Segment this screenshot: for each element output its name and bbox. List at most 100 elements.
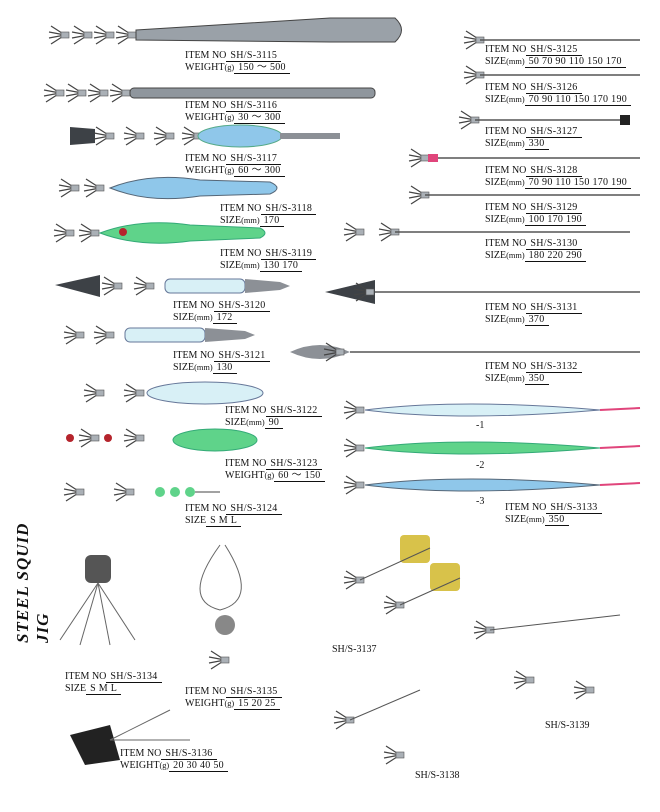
item-number: SH/S-3125: [526, 44, 582, 56]
spec-attr-label: SIZE: [485, 214, 507, 225]
item-number: SH/S-3129: [526, 202, 582, 214]
item-no-label: ITEM NO: [225, 405, 267, 416]
item-number: SH/S-3119: [261, 248, 317, 260]
item-number: SH/S-3124: [226, 503, 282, 515]
item-code: SH/S-3139: [545, 720, 590, 731]
item-no-label: ITEM NO: [485, 165, 527, 176]
item-no-label: ITEM NO: [485, 126, 527, 137]
spec-value: 20 30 40 50: [169, 760, 228, 772]
item-number: SH/S-3130: [526, 238, 582, 250]
item-no-label: ITEM NO: [185, 100, 227, 111]
spec-value: 15 20 25: [234, 698, 280, 710]
spec-attr-label: SIZE: [485, 138, 507, 149]
spec-value: 130 170: [259, 260, 303, 272]
spec-attr-label: SIZE: [220, 260, 242, 271]
variant-label: -1: [476, 420, 485, 431]
item-no-label: ITEM NO: [173, 300, 215, 311]
item-code: SH/S-3138: [415, 770, 460, 781]
spec-unit: (mm): [506, 95, 525, 104]
spec-unit: (mm): [506, 139, 525, 148]
variant-label: -3: [476, 496, 485, 507]
item-no-label: ITEM NO: [185, 50, 227, 61]
spec-attr-label: SIZE: [65, 683, 87, 694]
item-number: SH/S-3117: [226, 153, 282, 165]
spec-value: 172: [212, 312, 237, 324]
item-number: SH/S-3127: [526, 126, 582, 138]
item-code: SH/S-3137: [332, 644, 377, 655]
item-no-label: ITEM NO: [220, 248, 262, 259]
item-number: SH/S-3133: [546, 502, 602, 514]
item-no-label: ITEM NO: [505, 502, 547, 513]
item-number: SH/S-3116: [226, 100, 282, 112]
spec-value: 30 ～ 300: [234, 112, 285, 124]
item-number: SH/S-3115: [226, 50, 282, 62]
spec-attr-label: SIZE: [485, 56, 507, 67]
spec-attr-label: SIZE: [485, 373, 507, 384]
spec-value: 170: [259, 215, 284, 227]
item-no-label: ITEM NO: [185, 153, 227, 164]
spec-unit: (mm): [194, 313, 213, 322]
item-no-label: ITEM NO: [65, 671, 107, 682]
spec-value: 90: [264, 417, 284, 429]
spec-unit: (mm): [506, 374, 525, 383]
item-number: SH/S-3136: [161, 748, 217, 760]
item-number: SH/S-3118: [261, 203, 317, 215]
spec-attr-label: SIZE: [485, 250, 507, 261]
item-no-label: ITEM NO: [220, 203, 262, 214]
spec-value: 70 90 110 150 170 190: [524, 177, 632, 189]
spec-unit: (g): [224, 63, 235, 72]
spec-unit: (mm): [506, 57, 525, 66]
spec-attr-label: SIZE: [485, 94, 507, 105]
spec-unit: (mm): [194, 363, 213, 372]
spec-attr-label: SIZE: [173, 312, 195, 323]
spec-value: 180 220 290: [524, 250, 586, 262]
item-no-label: ITEM NO: [185, 686, 227, 697]
spec-value: S M L: [86, 683, 122, 695]
spec-value: S M L: [206, 515, 242, 527]
spec-value: 100 170 190: [524, 214, 586, 226]
spec-attr-label: SIZE: [220, 215, 242, 226]
spec-value: 60 ～ 150: [274, 470, 325, 482]
item-number: SH/S-3121: [214, 350, 270, 362]
spec-attr-label: WEIGHT: [225, 470, 265, 481]
item-no-label: ITEM NO: [120, 748, 162, 759]
spec-unit: (g): [159, 761, 170, 770]
item-no-label: ITEM NO: [225, 458, 267, 469]
spec-value: 130: [212, 362, 237, 374]
item-number: SH/S-3120: [214, 300, 270, 312]
spec-attr-label: SIZE: [485, 177, 507, 188]
spec-attr-label: WEIGHT: [185, 698, 225, 709]
item-number: SH/S-3123: [266, 458, 322, 470]
spec-attr-label: SIZE: [185, 515, 207, 526]
spec-unit: (g): [224, 113, 235, 122]
spec-attr-label: SIZE: [485, 314, 507, 325]
item-no-label: ITEM NO: [173, 350, 215, 361]
spec-value: 350: [544, 514, 569, 526]
spec-value: 70 90 110 150 170 190: [524, 94, 632, 106]
item-number: SH/S-3132: [526, 361, 582, 373]
item-no-label: ITEM NO: [485, 302, 527, 313]
spec-unit: (g): [264, 471, 275, 480]
spec-attr-label: WEIGHT: [120, 760, 160, 771]
item-no-label: ITEM NO: [485, 202, 527, 213]
spec-unit: (g): [224, 166, 235, 175]
spec-attr-label: SIZE: [225, 417, 247, 428]
spec-value: 150 ～ 500: [234, 62, 290, 74]
spec-unit: (g): [224, 699, 235, 708]
